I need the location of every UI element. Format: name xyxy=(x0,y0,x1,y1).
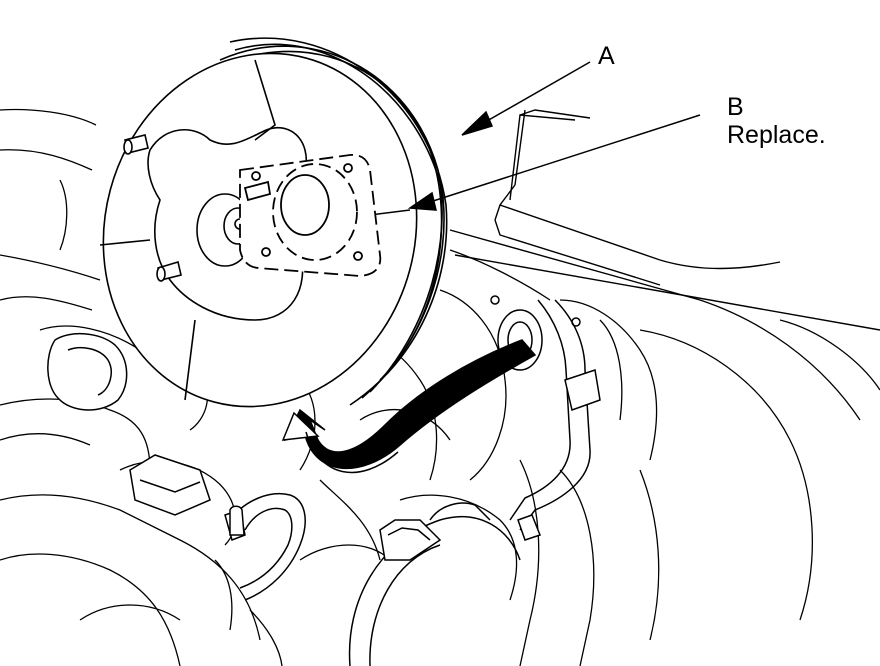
lower-housing xyxy=(348,502,521,666)
booster-gasket xyxy=(239,154,382,277)
firewall-panel xyxy=(449,109,880,331)
callout-b-note: Replace. xyxy=(727,121,826,149)
leader-lines xyxy=(407,61,701,211)
callout-b-letter: B xyxy=(727,93,744,121)
left-bracket xyxy=(47,332,245,536)
installation-arrow xyxy=(281,339,537,474)
callout-a-letter: A xyxy=(598,42,615,70)
